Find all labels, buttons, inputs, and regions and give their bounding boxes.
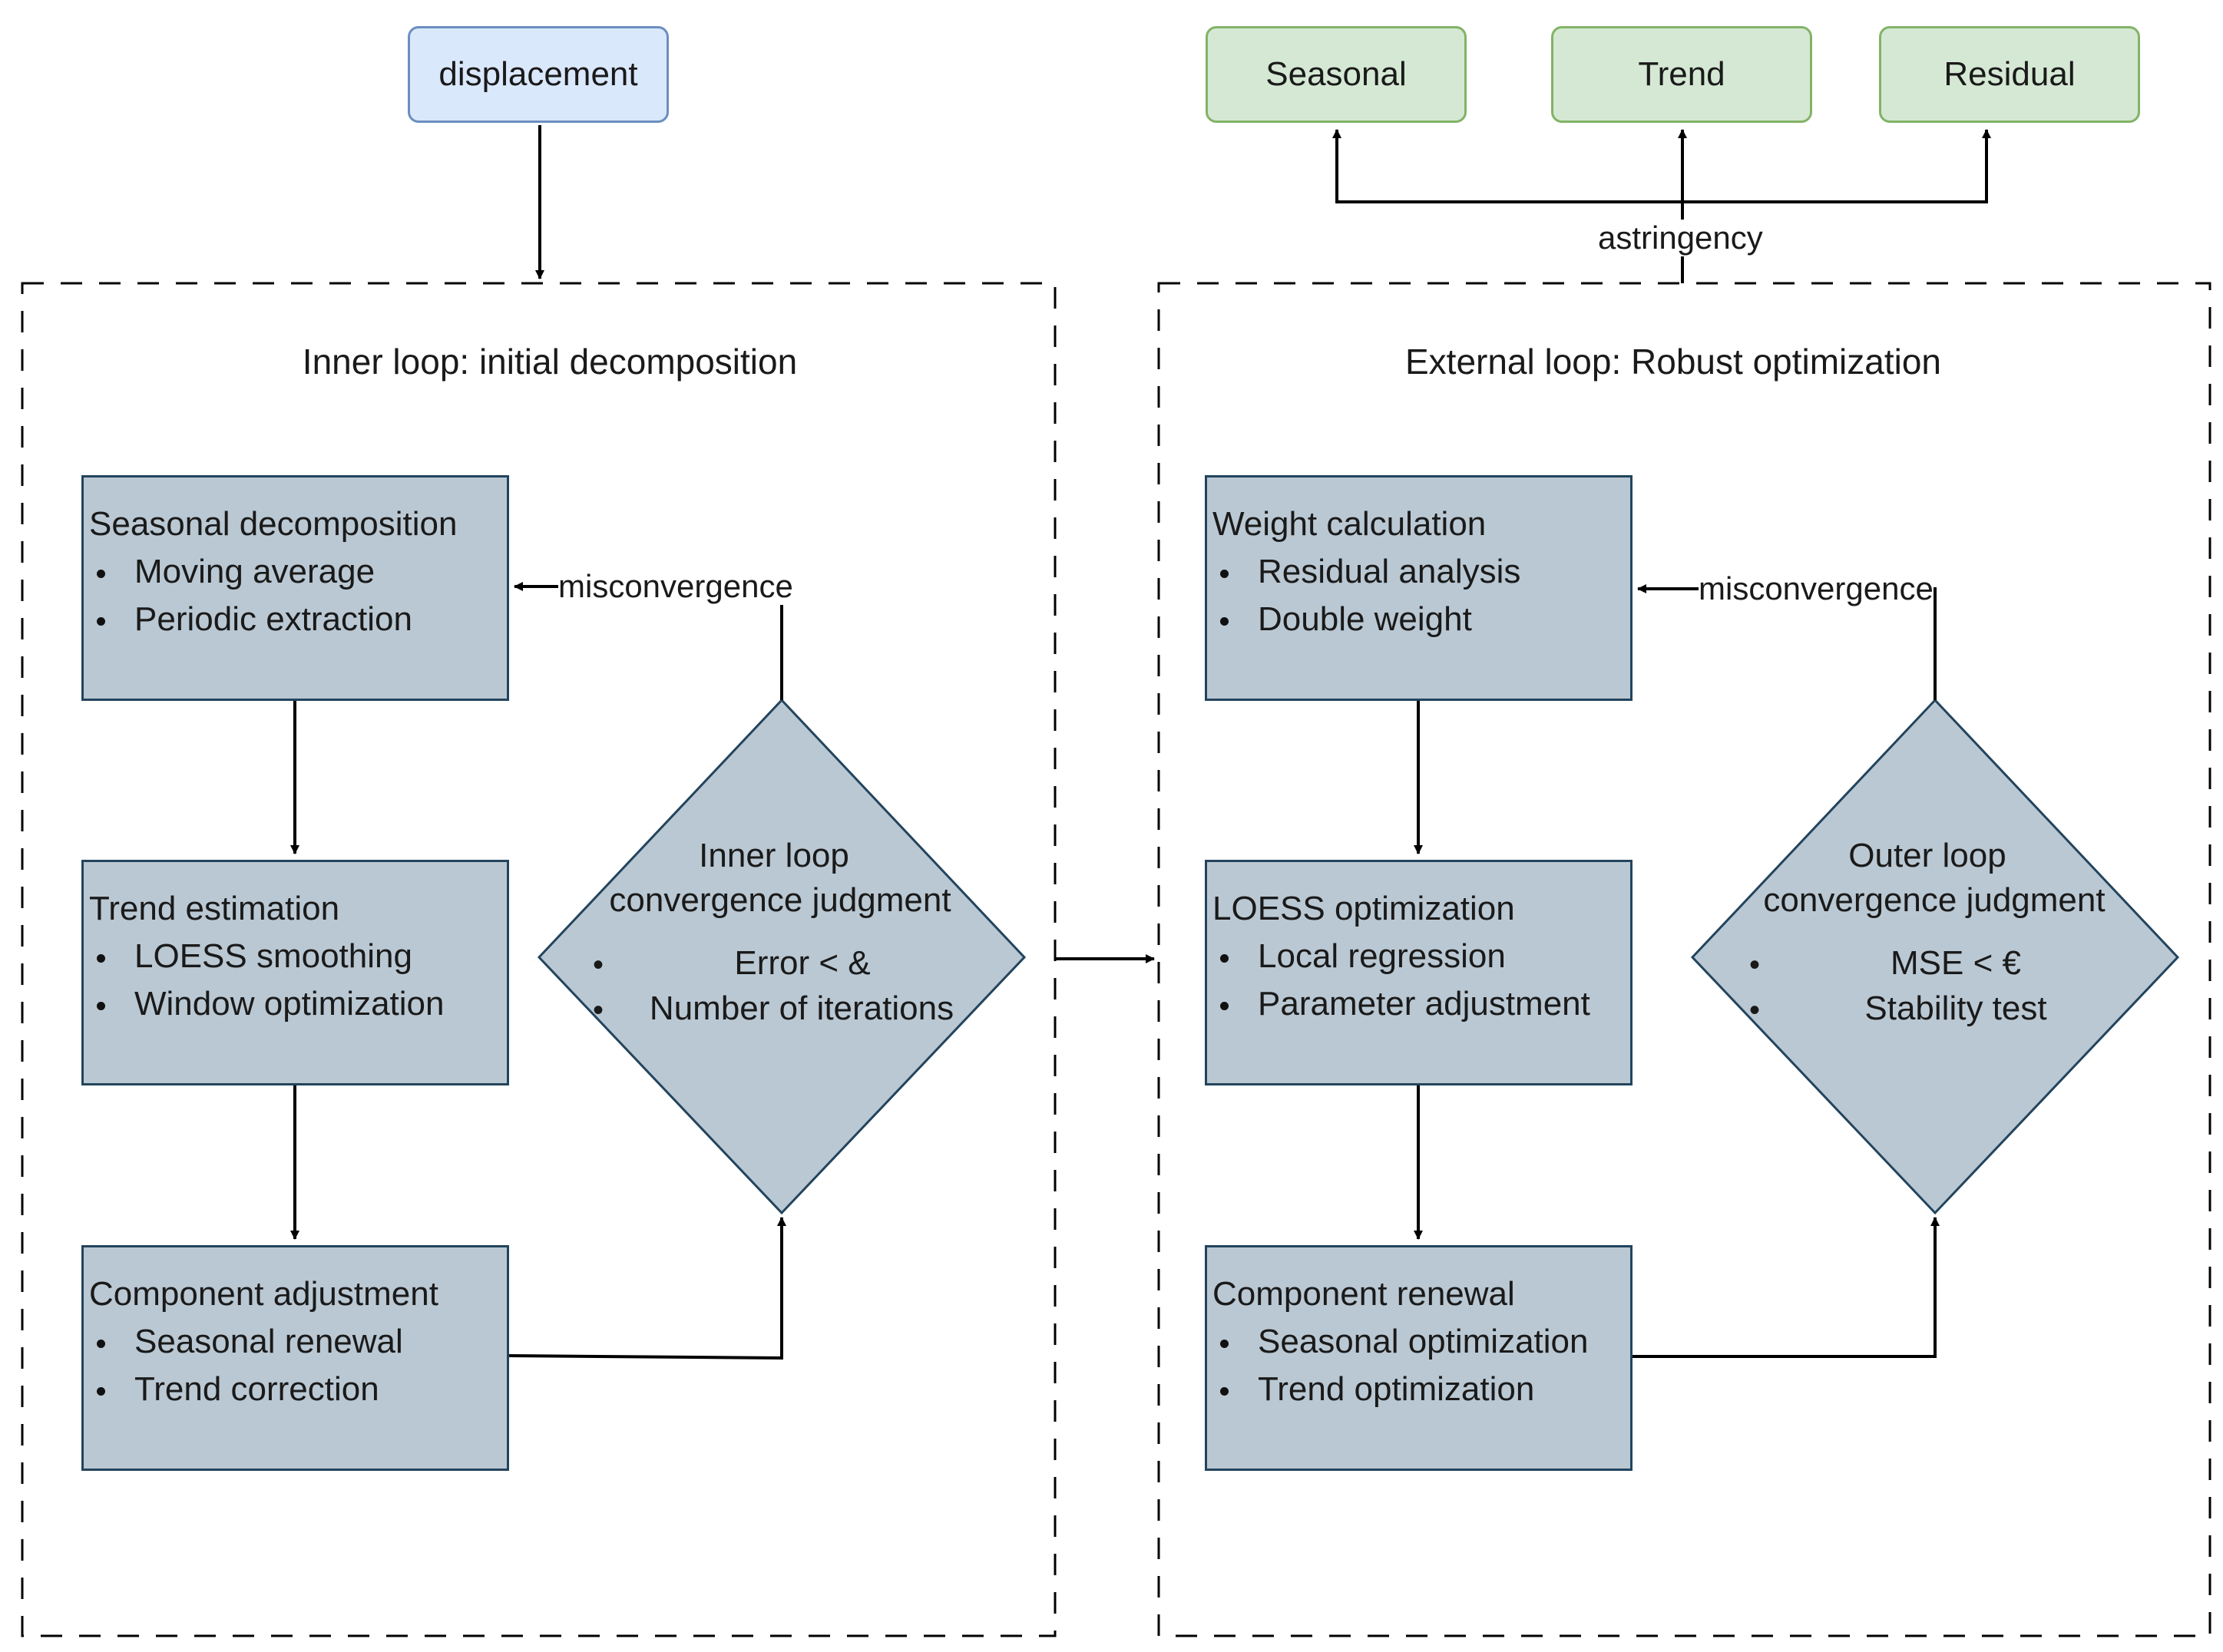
step-item: Trend correction [89, 1366, 501, 1413]
edge-branch-to-seasonal [1332, 129, 1682, 203]
step-item: Seasonal optimization [1212, 1318, 1624, 1366]
step-item: Window optimization [89, 980, 501, 1028]
edge-branch-to-residual [1682, 129, 1991, 203]
step-item: Local regression [1212, 933, 1624, 980]
outer-decision-item1: MSE < € [1891, 944, 2021, 982]
step-item-list: Seasonal renewal Trend correction [89, 1318, 501, 1413]
step-item-list: Local regression Parameter adjustment [1212, 933, 1624, 1028]
bullet-icon: • [593, 948, 604, 982]
bullet-icon: • [1749, 993, 1761, 1027]
step-item: Double weight [1212, 596, 1624, 643]
step-item-list: Seasonal optimization Trend optimization [1212, 1318, 1624, 1413]
step-item: Periodic extraction [89, 596, 501, 643]
outer-decision-diamond [1690, 698, 2180, 1215]
inner-misconvergence-label: misconvergence [558, 568, 793, 605]
step-item: Seasonal renewal [89, 1318, 501, 1366]
inner-decision-item1: Error < & [734, 944, 871, 982]
component-renewal-box: Component renewal Seasonal optimization … [1205, 1245, 1633, 1471]
step-item-list: Moving average Periodic extraction [89, 548, 501, 643]
component-adjustment-box: Component adjustment Seasonal renewal Tr… [81, 1245, 509, 1471]
step-title: Trend estimation [89, 890, 340, 927]
trend-output-node: Trend [1551, 26, 1812, 123]
step-title: Seasonal decomposition [89, 505, 458, 543]
step-item: Trend optimization [1212, 1366, 1624, 1413]
displacement-label: displacement [438, 55, 638, 93]
edge-adjustment-to-inner-decision [508, 1217, 786, 1360]
step-title: LOESS optimization [1212, 890, 1515, 927]
inner-decision-diamond [537, 698, 1027, 1215]
weight-calculation-box: Weight calculation Residual analysis Dou… [1205, 475, 1633, 701]
step-item: LOESS smoothing [89, 933, 501, 980]
edge-renewal-to-outer-decision [1633, 1217, 1940, 1358]
outer-decision-line1: Outer loop [1848, 837, 2006, 874]
astringency-label: astringency [1598, 220, 1763, 256]
loess-optimization-box: LOESS optimization Local regression Para… [1205, 860, 1633, 1085]
outer-loop-frame [1157, 282, 2211, 1637]
step-title: Weight calculation [1212, 505, 1487, 543]
trend-output-label: Trend [1638, 55, 1725, 93]
step-item-list: LOESS smoothing Window optimization [89, 933, 501, 1028]
step-item: Moving average [89, 548, 501, 596]
step-title: Component renewal [1212, 1275, 1515, 1313]
step-item: Residual analysis [1212, 548, 1624, 596]
residual-output-label: Residual [1943, 55, 2076, 93]
seasonal-output-node: Seasonal [1206, 26, 1467, 123]
seasonal-decomposition-box: Seasonal decomposition Moving average Pe… [81, 475, 509, 701]
inner-loop-title: Inner loop: initial decomposition [302, 342, 798, 382]
displacement-node: displacement [408, 26, 669, 123]
outer-misconvergence-label: misconvergence [1699, 570, 1934, 607]
bullet-icon: • [1749, 948, 1761, 982]
residual-output-node: Residual [1879, 26, 2140, 123]
inner-decision-line2: convergence judgment [609, 881, 951, 919]
step-item: Parameter adjustment [1212, 980, 1624, 1028]
inner-decision-line1: Inner loop [699, 837, 849, 874]
inner-decision-item2: Number of iterations [649, 990, 954, 1027]
outer-decision-line2: convergence judgment [1763, 881, 2106, 919]
step-title: Component adjustment [89, 1275, 438, 1313]
trend-estimation-box: Trend estimation LOESS smoothing Window … [81, 860, 509, 1085]
outer-decision-item2: Stability test [1864, 990, 2047, 1027]
bullet-icon: • [593, 993, 604, 1027]
outer-loop-title: External loop: Robust optimization [1404, 342, 1942, 382]
seasonal-output-label: Seasonal [1265, 55, 1407, 93]
step-item-list: Residual analysis Double weight [1212, 548, 1624, 643]
